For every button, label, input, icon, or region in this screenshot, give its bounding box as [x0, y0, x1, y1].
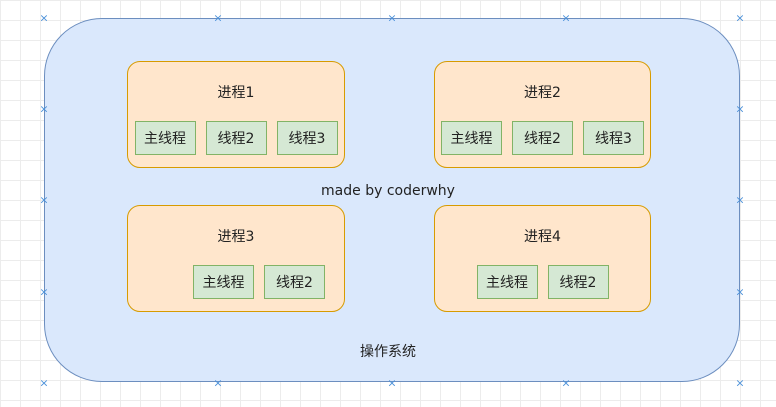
main-thread[interactable]: 主线程	[441, 121, 502, 155]
operating-system-label: 操作系统	[360, 344, 416, 360]
connection-point-icon: ×	[735, 102, 745, 116]
process-title: 进程3	[217, 229, 255, 245]
connection-point-icon: ×	[213, 11, 223, 25]
connection-point-icon: ×	[39, 376, 49, 390]
connection-point-icon: ×	[735, 193, 745, 207]
process-1[interactable]: 进程1 主线程 线程2 线程3	[127, 61, 345, 168]
thread-list: 主线程 线程2 线程3	[435, 121, 650, 155]
connection-point-icon: ×	[387, 376, 397, 390]
thread-3[interactable]: 线程3	[276, 121, 338, 155]
connection-point-icon: ×	[387, 11, 397, 25]
connection-point-icon: ×	[735, 376, 745, 390]
process-title: 进程2	[524, 85, 561, 101]
main-thread[interactable]: 主线程	[476, 265, 538, 299]
process-2[interactable]: 进程2 主线程 线程2 线程3	[434, 61, 651, 168]
connection-point-icon: ×	[39, 102, 49, 116]
connection-point-icon: ×	[213, 376, 223, 390]
thread-2[interactable]: 线程2	[512, 121, 573, 155]
connection-point-icon: ×	[735, 285, 745, 299]
connection-point-icon: ×	[561, 376, 571, 390]
thread-2[interactable]: 线程2	[547, 265, 609, 299]
connection-point-icon: ×	[39, 193, 49, 207]
connection-point-icon: ×	[39, 285, 49, 299]
watermark-text: made by coderwhy	[321, 183, 455, 199]
process-3[interactable]: 进程3 主线程 线程2	[127, 205, 345, 312]
process-title: 进程1	[217, 85, 255, 101]
thread-2[interactable]: 线程2	[205, 121, 267, 155]
thread-list: 主线程 线程2 线程3	[128, 121, 344, 155]
connection-point-icon: ×	[39, 11, 49, 25]
connection-point-icon: ×	[735, 11, 745, 25]
thread-2[interactable]: 线程2	[264, 265, 325, 299]
thread-3[interactable]: 线程3	[583, 121, 644, 155]
thread-list: 主线程 线程2	[128, 265, 344, 299]
main-thread[interactable]: 主线程	[193, 265, 254, 299]
main-thread[interactable]: 主线程	[134, 121, 196, 155]
process-title: 进程4	[524, 229, 561, 245]
connection-point-icon: ×	[561, 11, 571, 25]
thread-list: 主线程 线程2	[435, 265, 650, 299]
process-4[interactable]: 进程4 主线程 线程2	[434, 205, 651, 312]
